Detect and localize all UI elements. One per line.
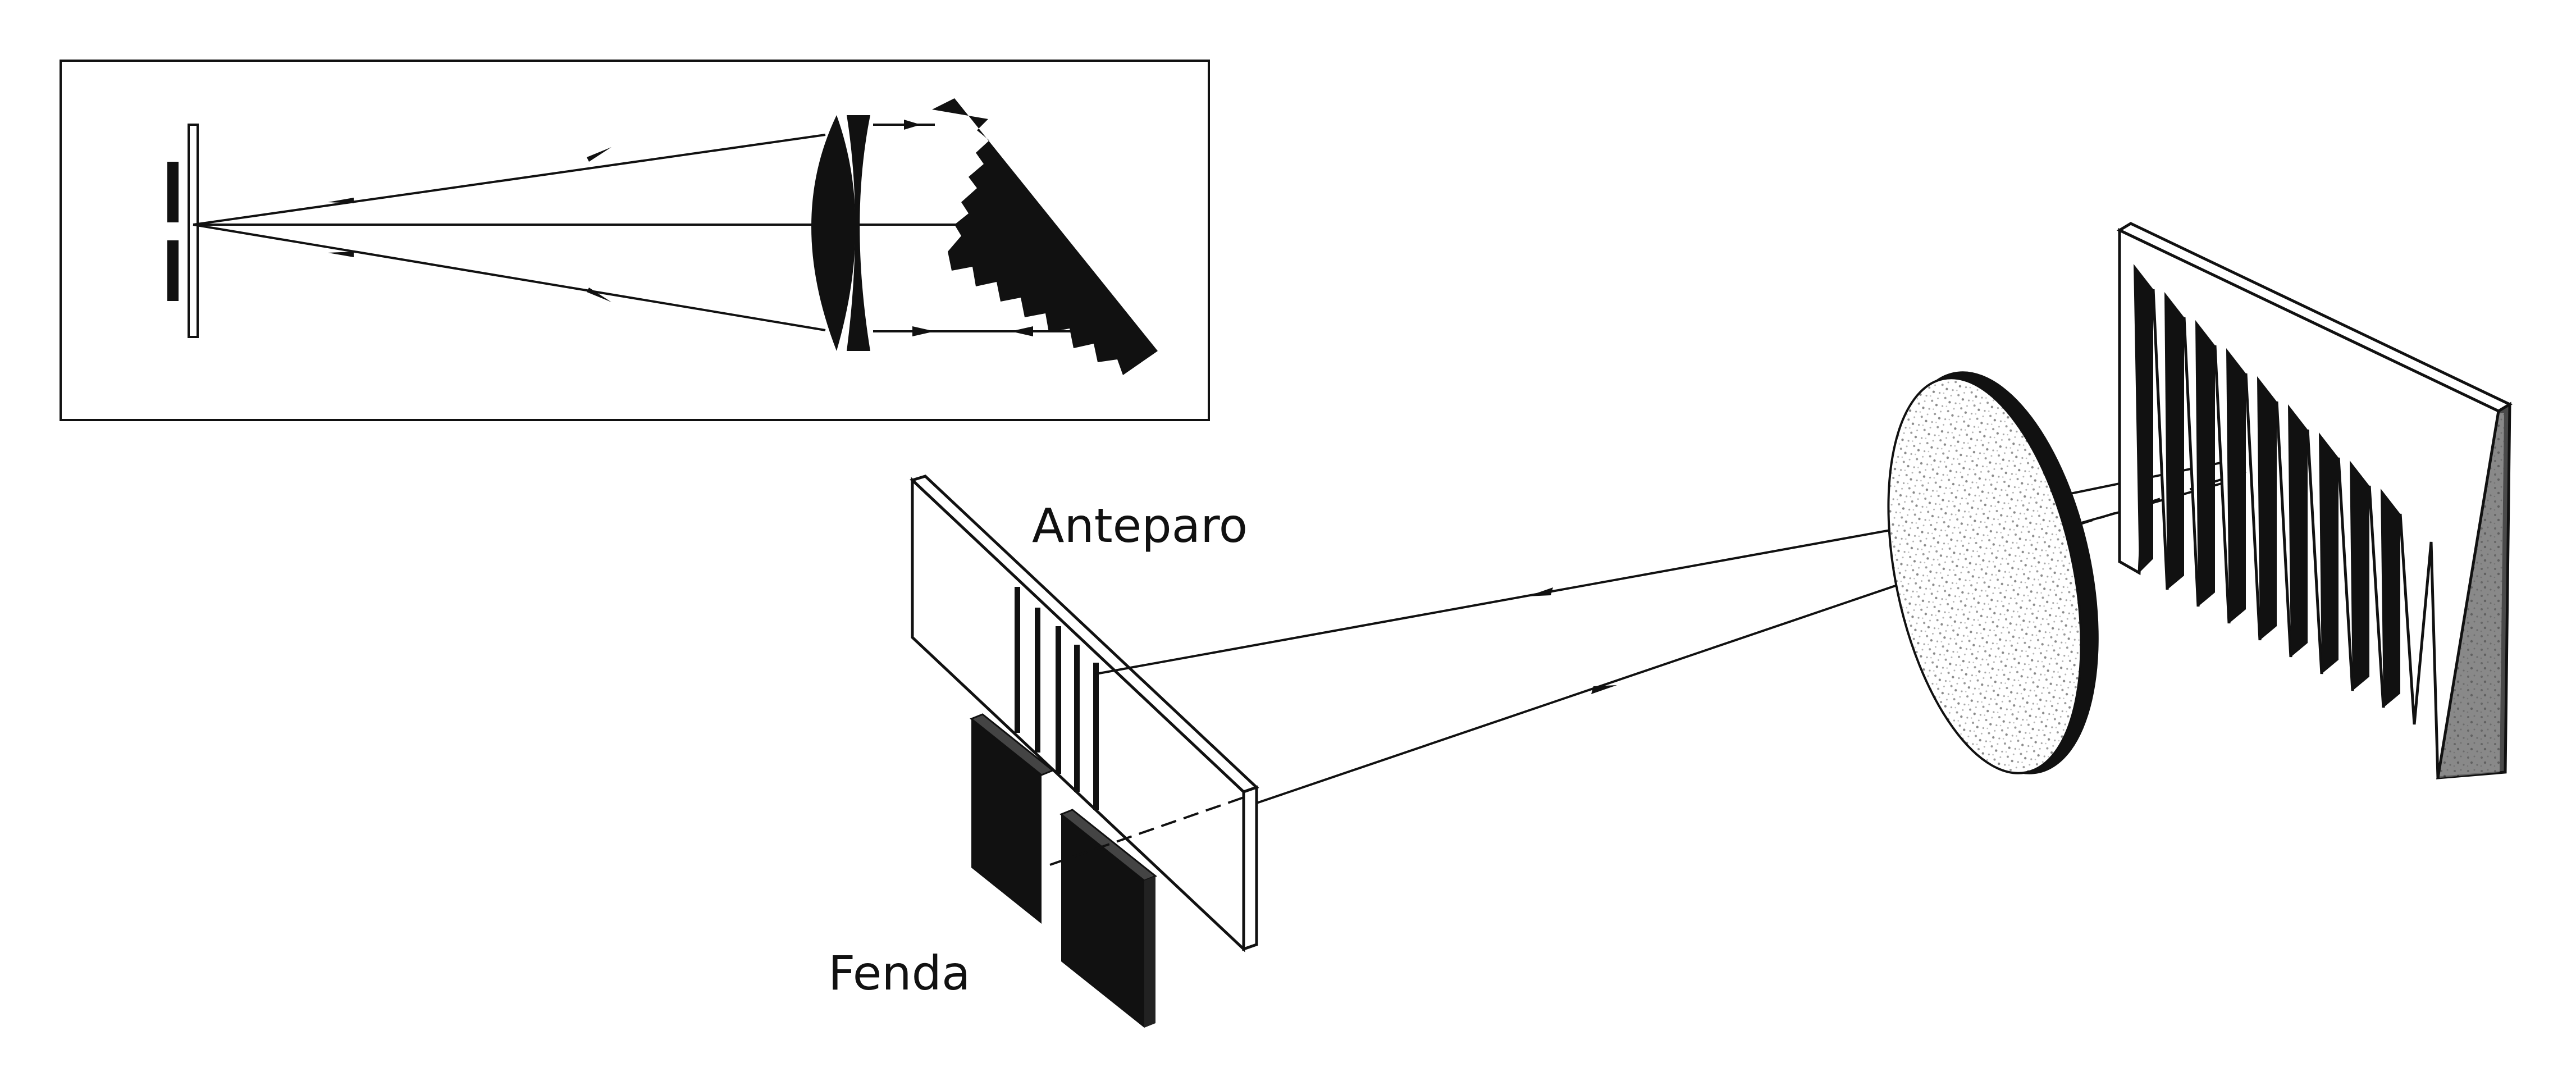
- groove-1: [2134, 264, 2153, 573]
- spectral-lines: [1015, 587, 1099, 810]
- slit-jaw-left: [971, 719, 1042, 924]
- arrow-outgoing: [1591, 685, 1617, 694]
- arrow-return: [1527, 587, 1553, 596]
- inset-arrow-5: [904, 120, 921, 130]
- inset-screen-plate: [188, 124, 199, 338]
- inset-lens: [811, 115, 856, 351]
- inset-ray-arrows: [328, 120, 1033, 336]
- label-slit: Fenda: [828, 946, 970, 1001]
- groove-9: [2381, 489, 2400, 708]
- inset-lens-meniscus: [847, 115, 870, 351]
- lens: [1887, 371, 2099, 774]
- groove-4: [2226, 348, 2246, 623]
- groove-6: [2288, 404, 2308, 657]
- inset-arrow-2: [328, 198, 354, 203]
- slit-assembly: [970, 713, 1157, 1028]
- grating-groove-shadows: [2134, 264, 2400, 708]
- slit-jaw-left-top: [970, 713, 1054, 776]
- ray-slit-dashed: [1049, 796, 1244, 866]
- slit-jaw-right: [1061, 814, 1144, 1028]
- inset-arrow-7: [1011, 326, 1033, 336]
- inset-arrow-4: [587, 288, 611, 302]
- groove-5: [2257, 376, 2277, 640]
- inset-slit-jaw-lower: [167, 240, 179, 301]
- groove-7: [2319, 432, 2339, 674]
- groove-3: [2195, 320, 2215, 607]
- inset-schematic: [60, 60, 1210, 421]
- screen-plate-side: [1242, 785, 1258, 951]
- echelle-grating-block: [2116, 222, 2513, 779]
- inset-ray-upper: [193, 134, 826, 226]
- inset-ray-lower: [193, 224, 826, 331]
- inset-arrow-3: [328, 252, 354, 257]
- main-ray-arrows: [1527, 587, 1617, 694]
- ray-return-upper: [1095, 526, 1910, 675]
- groove-2: [2164, 292, 2184, 590]
- slit-jaw-right-side: [1144, 876, 1155, 1028]
- lens-face: [1887, 377, 2082, 774]
- inset-arrow-6: [912, 326, 935, 336]
- screen-plate: [910, 475, 1259, 952]
- label-screen: Anteparo: [1032, 498, 1248, 553]
- inset-arrow-1: [587, 147, 611, 162]
- groove-8: [2350, 460, 2369, 691]
- inset-echelle-grating: [932, 98, 1158, 375]
- inset-slit-jaw-upper: [167, 162, 179, 222]
